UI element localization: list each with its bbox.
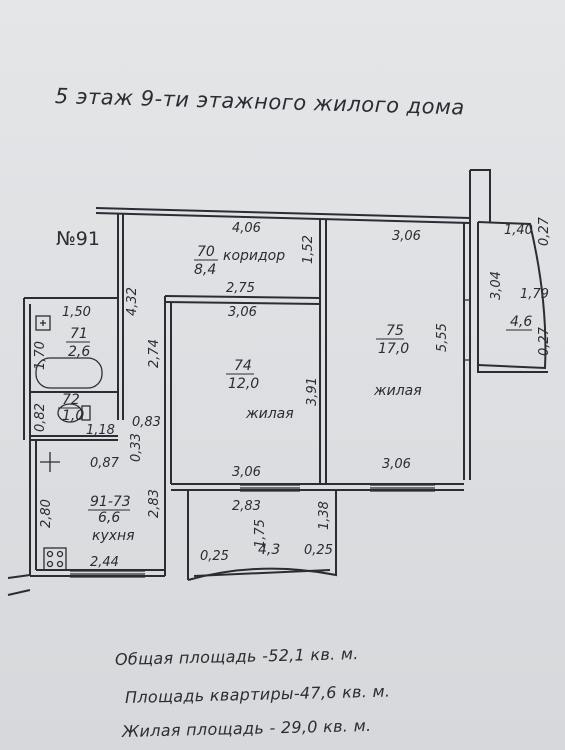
right-room-window	[370, 484, 435, 492]
entry-mark	[40, 452, 60, 472]
corridor-area: 8,4	[194, 262, 216, 278]
dim-rb-bottom: 0,27	[537, 326, 552, 356]
bathtub-icon	[35, 357, 103, 389]
windows	[70, 299, 470, 578]
dim-corridor-bottom: 2,75	[226, 281, 255, 296]
balcony-bottom-area: 4,3	[258, 542, 280, 558]
fixtures	[35, 315, 103, 571]
left-room-window	[240, 484, 300, 492]
dim-balcony-left: 1,75	[253, 519, 268, 548]
dim-corridor-right: 1,52	[301, 235, 316, 264]
living-left-number: 74	[234, 358, 252, 374]
corridor-number: 70	[197, 244, 215, 260]
right-room-door	[464, 299, 470, 361]
dim-bath-top: 1,50	[62, 305, 91, 320]
living-right-area: 17,0	[378, 341, 409, 357]
stove-icon	[43, 547, 67, 571]
dim-corridor-top: 4,06	[232, 221, 261, 236]
corridor-label: коридор	[223, 248, 285, 264]
dim-entry-left: 4,32	[125, 287, 140, 316]
dim-toilet-left: 0,82	[33, 403, 48, 432]
dim-balcony-right: 1,38	[317, 501, 332, 530]
toilet-area: 1,0	[62, 408, 84, 424]
dim-toilet-right: 0,83	[132, 415, 161, 430]
balcony-right-area: 4,6	[510, 314, 532, 330]
kitchen-area: 6,6	[98, 510, 120, 526]
dim-bath-left: 1,70	[33, 341, 48, 370]
kitchen-number: 91-73	[90, 494, 131, 510]
dim-left-room-right: 3,91	[305, 377, 320, 406]
dim-balcony-top: 2,83	[232, 499, 261, 514]
dim-balcony-side-left: 0,25	[200, 549, 229, 564]
living-right-number: 75	[386, 323, 404, 339]
dim-right-room-left: 5,55	[435, 323, 450, 352]
toilet-number: 72	[62, 392, 80, 408]
living-left-label: жилая	[245, 406, 294, 422]
dim-left-room-top: 3,06	[228, 305, 257, 320]
bathroom-area: 2,6	[68, 344, 90, 360]
bathroom-number: 71	[70, 326, 88, 342]
dim-right-room-bottom: 3,06	[382, 457, 411, 472]
dim-rb-mid: 1,79	[520, 287, 549, 302]
dim-rb-top-left: 1,40	[504, 223, 533, 238]
dim-rb-left: 3,04	[489, 271, 504, 300]
dim-right-room-top: 3,06	[392, 229, 421, 244]
kitchen-window	[70, 570, 145, 578]
dim-rb-top-right: 0,27	[537, 216, 552, 246]
sink-icon	[35, 315, 51, 331]
dim-kitchen-top: 0,87	[90, 456, 120, 471]
plan-walls	[7, 169, 548, 596]
kitchen-label: кухня	[92, 528, 135, 544]
dimension-labels: 4,06 1,52 2,75 1,50 1,70 4,32 2,74 0,82 …	[33, 216, 552, 570]
dim-kitchen-bottom: 2,44	[90, 555, 119, 570]
living-right-label: жилая	[373, 383, 422, 399]
apartment-number: №91	[56, 228, 100, 250]
dim-balcony-side-right: 0,25	[304, 543, 333, 558]
dim-kitchen-left: 2,80	[39, 499, 54, 528]
living-left-area: 12,0	[228, 376, 259, 392]
dim-toilet-bottom: 1,18	[86, 423, 115, 438]
dim-kitchen-top-right: 0,33	[129, 433, 144, 462]
dim-entry-right: 2,74	[147, 339, 162, 368]
dim-left-room-bottom: 3,06	[232, 465, 261, 480]
room-labels: №91 70 8,4 коридор 71 2,6 72 1,0 91-73 6…	[56, 228, 532, 558]
dim-kitchen-right: 2,83	[147, 489, 162, 518]
